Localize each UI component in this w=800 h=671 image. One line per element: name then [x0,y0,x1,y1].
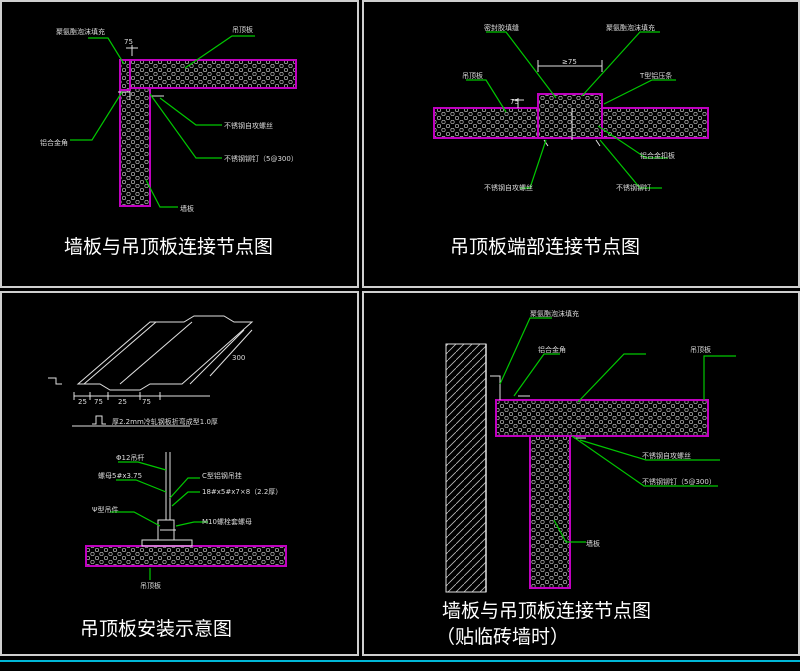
label: 密封胶填缝 [484,23,519,32]
dimension: 300 [232,354,245,362]
label: 不锈钢铆钉（5@300） [224,154,298,163]
label: 铝合金角 [538,345,566,354]
profile-sheet [76,315,254,391]
dimension: 25 [118,398,127,406]
label: 18#x5#x7×8（2.2厚） [202,488,282,496]
dimension: 25 [78,398,87,406]
label: 吊顶板 [690,345,711,354]
label: 聚氨酯泡沫填充 [606,23,655,32]
ceiling-panel [495,399,709,437]
caption-bottom-left: 吊顶板安装示意图 [80,618,233,640]
dimension: ≥75 [562,58,577,66]
dimension: 75 [510,98,519,106]
dimension: 75 [94,398,103,406]
bottom-left-drawing [48,315,287,580]
label: 不锈钢自攻螺丝 [642,451,691,460]
accent-line [0,660,800,662]
panel-bottom-left [0,291,359,656]
dimension: 75 [124,38,133,46]
label: 聚氨酯泡沫填充 [56,27,105,36]
label: 吊顶板 [232,25,253,34]
label: Ψ型吊件 [92,505,119,514]
joint-cap [537,93,603,139]
bottom-right-drawing [445,317,736,593]
wall-panel [119,87,151,207]
label: 铝合金角 [40,138,68,147]
profile-note: 厚2.2mm冷轧钢板折弯成型1.0厚 [112,417,218,426]
caption-top-right: 吊顶板端部连接节点图 [450,236,641,258]
ceiling-panel [85,545,287,567]
label: 不锈钢自攻螺丝 [484,183,533,192]
top-right-drawing [433,31,709,189]
label: Φ12吊杆 [116,453,144,462]
dimension: 75 [142,398,151,406]
label: 铝合金扣板 [640,151,675,160]
brick-wall [445,343,487,593]
ceiling-panel [123,59,297,89]
label: 不锈钢自攻螺丝 [224,121,273,130]
label: 墙板 [586,539,600,548]
label: C型铝钢吊挂 [202,471,242,480]
caption-bottom-right-line2: （贴临砖墙时） [436,626,570,648]
panel-bottom-right [362,291,800,656]
label: M10螺栓套螺母 [202,517,252,526]
panel-top-right [362,0,800,288]
label: 聚氨酯泡沫填充 [530,309,579,318]
label: T型铝压条 [639,71,672,80]
label: 吊顶板 [462,71,483,80]
caption-top-left: 墙板与吊顶板连接节点图 [64,236,274,258]
label: 不锈钢铆钉 [616,183,651,192]
panel-top-left [0,0,359,288]
caption-bottom-right-line1: 墙板与吊顶板连接节点图 [442,600,652,622]
top-left-drawing [70,35,297,208]
wall-panel [529,435,571,589]
ceiling-panel-left [433,107,543,139]
label: 墙板 [180,204,194,213]
label: 不锈钢铆钉（5@300） [642,477,716,486]
label: 吊顶板 [140,581,161,590]
label: 螺母5#x3.75 [98,471,142,480]
